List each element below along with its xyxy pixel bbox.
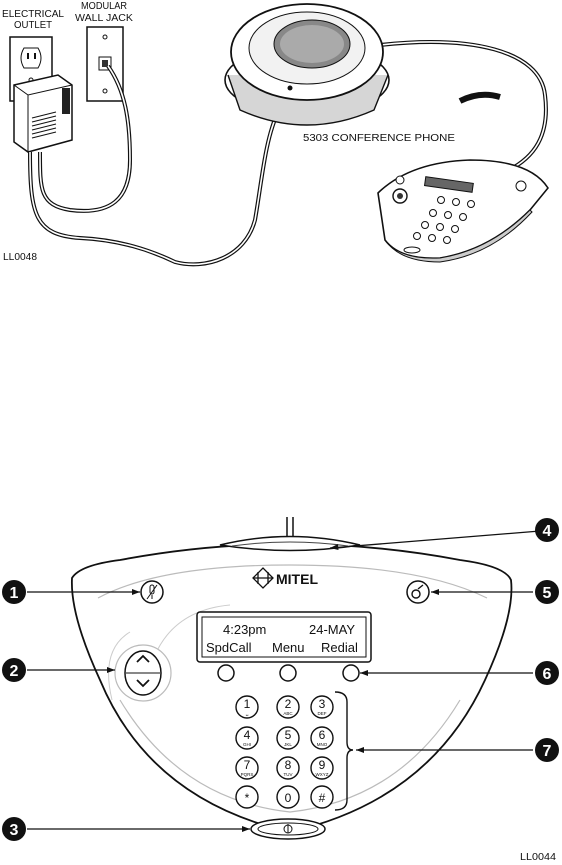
figure2-id: LL0044 (520, 852, 556, 863)
keypad-key-letters: MNO (317, 742, 328, 747)
keypad-key-digit: 7 (244, 758, 251, 772)
svg-text:5: 5 (543, 585, 552, 602)
svg-text:2: 2 (10, 663, 19, 680)
callout-7: 7 (535, 738, 559, 762)
softkey-1[interactable] (218, 665, 234, 681)
softkey-label-3: Redial (321, 640, 358, 655)
svg-text:1: 1 (10, 585, 19, 602)
keypad-key[interactable]: 1␣ (236, 696, 258, 718)
installation-figure: ELECTRICAL OUTLET MODULAR WALL JACK 5303… (2, 1, 548, 264)
keypad-key-letters: GHI (243, 742, 251, 747)
keypad-key-digit: 3 (319, 697, 326, 711)
keypad-key-letters: JKL (284, 742, 292, 747)
mute-button[interactable] (141, 581, 163, 603)
display-time: 4:23pm (223, 622, 266, 637)
keypad-key-digit: # (319, 791, 326, 805)
svg-text:6: 6 (543, 666, 552, 683)
redirect-button[interactable] (407, 581, 429, 603)
keypad-key[interactable]: * (236, 786, 258, 808)
display-date: 24-MAY (309, 622, 355, 637)
console-figure: MITEL 4:23pm 24-MAY SpdCall Menu Redial (2, 517, 559, 863)
power-adapter (14, 75, 72, 152)
keypad-key-digit: 0 (285, 791, 292, 805)
callout-5: 5 (535, 580, 559, 604)
figure1-id: LL0048 (3, 252, 37, 263)
softkey-3[interactable] (343, 665, 359, 681)
keypad-key-digit: 9 (319, 758, 326, 772)
softkey-2[interactable] (280, 665, 296, 681)
jack-label-line2: WALL JACK (75, 13, 133, 24)
keypad-key-digit: 6 (319, 728, 326, 742)
softkey-label-1: SpdCall (206, 640, 252, 655)
jack-label-line1: MODULAR (81, 1, 127, 12)
keypad-key-letters: DEF (318, 711, 327, 716)
outlet-label-line2: OUTLET (14, 20, 52, 31)
keypad-key-letters: PQRS (241, 772, 254, 777)
navigation-keys[interactable] (115, 645, 171, 701)
callout-2: 2 (2, 658, 26, 682)
svg-text:7: 7 (543, 743, 552, 760)
keypad-key-digit: 8 (285, 758, 292, 772)
speaker-unit (225, 4, 389, 125)
keypad-key-digit: * (245, 791, 250, 805)
keypad-key-digit: 1 (244, 697, 251, 711)
callout-4: 4 (535, 518, 559, 542)
outlet-label-line1: ELECTRICAL (2, 9, 64, 20)
keypad-key-letters: WXYZ (316, 772, 329, 777)
keypad-key[interactable]: 0 (277, 786, 299, 808)
lcd-display: 4:23pm 24-MAY SpdCall Menu Redial (197, 612, 371, 662)
svg-text:4: 4 (543, 523, 552, 540)
softkey-label-2: Menu (272, 640, 305, 655)
console-unit (378, 160, 548, 262)
callout-1: 1 (2, 580, 26, 604)
keypad-key-digit: 2 (285, 697, 292, 711)
brand-name: MITEL (276, 571, 318, 587)
svg-text:3: 3 (10, 822, 19, 839)
keypad-key-letters: ABC (283, 711, 293, 716)
keypad-key-letters: TUV (284, 772, 293, 777)
callout-6: 6 (535, 661, 559, 685)
callout-3: 3 (2, 817, 26, 841)
keypad-key[interactable]: # (311, 786, 333, 808)
phone-name-label: 5303 CONFERENCE PHONE (303, 133, 455, 144)
keypad-key-digit: 4 (244, 728, 251, 742)
modular-wall-jack (87, 27, 123, 101)
keypad-key-digit: 5 (285, 728, 292, 742)
hookswitch-button[interactable] (251, 819, 325, 839)
speaker-grille-bar (220, 537, 360, 551)
